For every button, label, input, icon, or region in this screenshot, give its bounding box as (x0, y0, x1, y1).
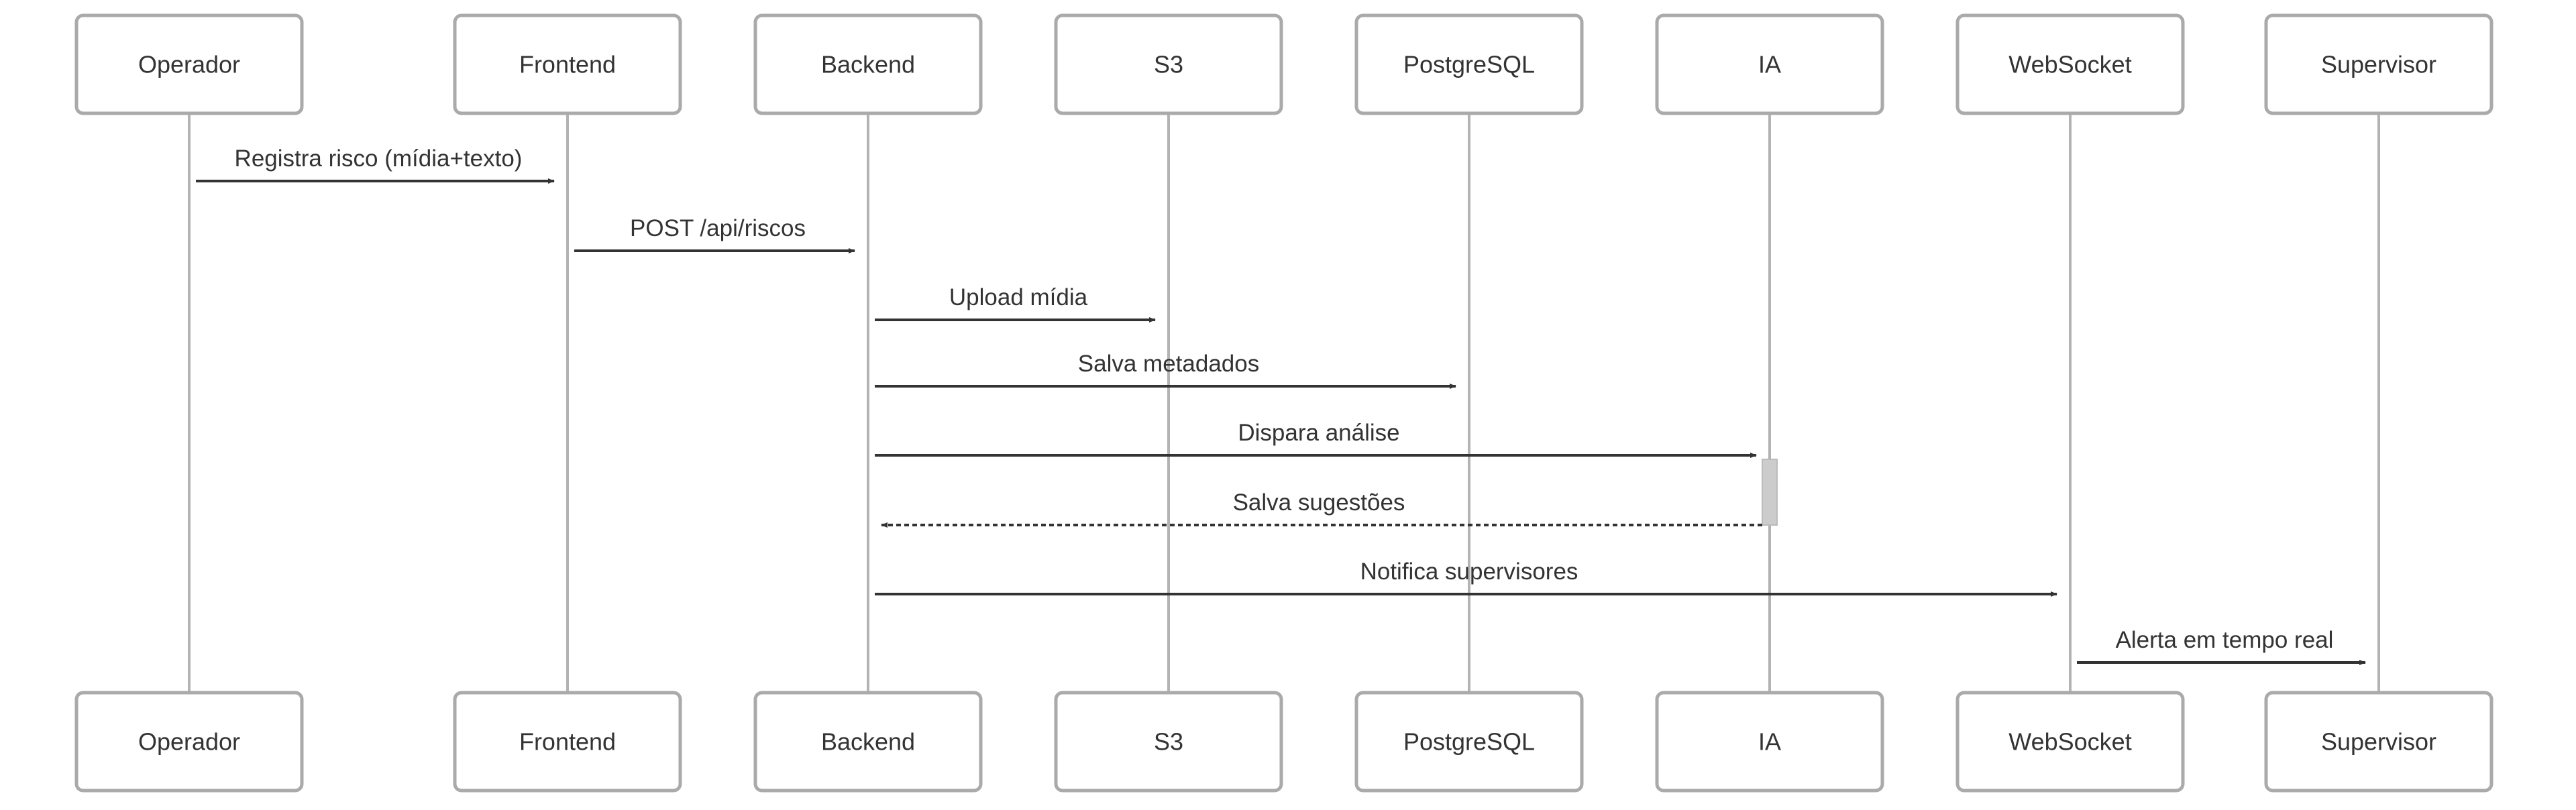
participant-box (453, 13, 682, 115)
participant-ia-top: IA (1655, 13, 1884, 115)
participant-box (1054, 691, 1283, 793)
participant-frontend-top: Frontend (453, 13, 682, 115)
participant-box (74, 691, 304, 793)
participant-box (2264, 691, 2493, 793)
participant-label: S3 (1154, 51, 1183, 78)
participant-backend-top: Backend (753, 13, 983, 115)
activation-bar-ia (1762, 459, 1778, 526)
message-label: Upload mídia (949, 284, 1088, 310)
participant-box (753, 13, 983, 115)
participant-label: Operador (138, 51, 240, 78)
participant-backend-bottom: Backend (753, 691, 983, 793)
participants: OperadorOperadorFrontendFrontendBackendB… (74, 13, 2493, 793)
message-6: Salva sugestões (881, 489, 1762, 528)
participant-label: Frontend (519, 51, 616, 78)
participant-box (1655, 691, 1884, 793)
participant-label: WebSocket (2008, 728, 2131, 756)
participant-label: Supervisor (2321, 51, 2436, 78)
participant-box (2264, 13, 2493, 115)
participant-box (1955, 13, 2185, 115)
participant-box (74, 13, 304, 115)
participant-ia-bottom: IA (1655, 691, 1884, 793)
message-label: POST /api/riscos (630, 215, 806, 241)
message-label: Salva sugestões (1233, 489, 1405, 516)
participant-label: PostgreSQL (1403, 51, 1535, 78)
participant-label: Frontend (519, 728, 616, 756)
participant-label: Backend (821, 728, 915, 756)
participant-box (1955, 691, 2185, 793)
participant-box (1354, 13, 1584, 115)
message-7: Notifica supervisores (875, 559, 2057, 597)
participant-label: IA (1758, 728, 1781, 756)
participant-box (453, 691, 682, 793)
message-label: Notifica supervisores (1360, 559, 1578, 585)
participant-label: PostgreSQL (1403, 728, 1535, 756)
participant-websocket-top: WebSocket (1955, 13, 2185, 115)
participant-label: S3 (1154, 728, 1183, 756)
participant-box (1354, 691, 1584, 793)
message-8: Alerta em tempo real (2077, 627, 2366, 665)
message-label: Registra risco (mídia+texto) (235, 146, 523, 172)
message-label: Dispara análise (1238, 420, 1399, 446)
participant-label: Supervisor (2321, 728, 2436, 756)
participant-supervisor-bottom: Supervisor (2264, 691, 2493, 793)
participant-label: Operador (138, 728, 240, 756)
message-label: Alerta em tempo real (2116, 627, 2334, 653)
participant-frontend-bottom: Frontend (453, 691, 682, 793)
message-2: POST /api/riscos (574, 215, 855, 253)
lifelines (188, 113, 2380, 693)
participant-websocket-bottom: WebSocket (1955, 691, 2185, 793)
activations (1762, 459, 1778, 526)
messages: Registra risco (mídia+texto) POST /api/ri… (196, 146, 2366, 665)
participant-box (1054, 13, 1283, 115)
participant-operador-bottom: Operador (74, 691, 304, 793)
participant-postgres-top: PostgreSQL (1354, 13, 1584, 115)
participant-s3-bottom: S3 (1054, 691, 1283, 793)
participant-label: WebSocket (2008, 51, 2131, 78)
message-5: Dispara análise (875, 420, 1757, 458)
participant-s3-top: S3 (1054, 13, 1283, 115)
participant-supervisor-top: Supervisor (2264, 13, 2493, 115)
participant-label: IA (1758, 51, 1781, 78)
participant-operador-top: Operador (74, 13, 304, 115)
message-4: Salva metadados (875, 351, 1456, 389)
participant-box (753, 691, 983, 793)
participant-postgres-bottom: PostgreSQL (1354, 691, 1584, 793)
participant-label: Backend (821, 51, 915, 78)
participant-box (1655, 13, 1884, 115)
message-1: Registra risco (mídia+texto) (196, 146, 555, 184)
message-label: Salva metadados (1078, 351, 1259, 377)
message-3: Upload mídia (875, 284, 1156, 323)
